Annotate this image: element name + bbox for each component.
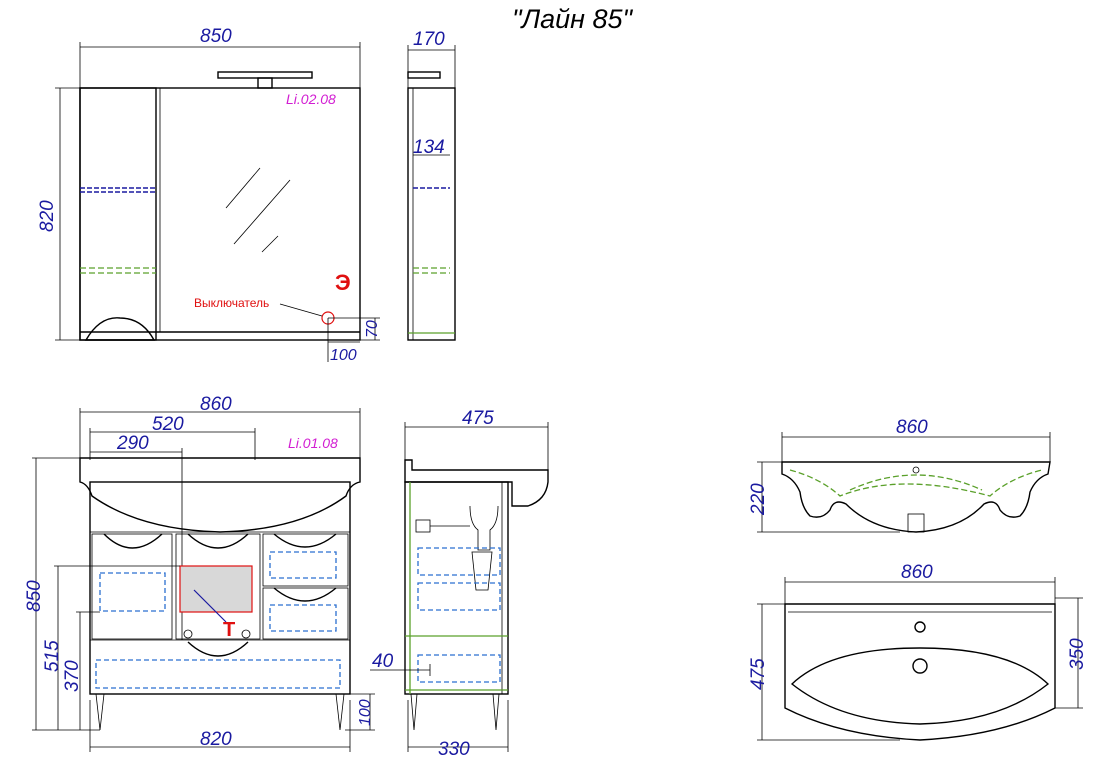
vanity-height-370-label: 370 (62, 660, 83, 692)
sink-side-view: 860 220 (748, 417, 1051, 533)
sink-top-width-label: 860 (901, 562, 933, 583)
vanity-body-width-label: 820 (200, 729, 232, 750)
sink-top-view: 860 475 350 (748, 562, 1088, 741)
vanity-side: 475 40 330 (370, 408, 549, 760)
leg-height-label: 100 (357, 699, 374, 726)
mirror-width-label: 850 (200, 26, 232, 47)
vanity-height-515-label: 515 (42, 640, 63, 672)
vanity-top-width-label: 860 (200, 394, 232, 415)
sink-inner-depth-label: 350 (1067, 638, 1088, 670)
mirror-cabinet-front: 850 Li.02.08 820 Э Выключатель (37, 26, 381, 364)
mirror-height-label: 820 (37, 200, 58, 232)
vanity-depth-top-label: 475 (462, 408, 494, 429)
sink-depth-label: 475 (748, 658, 769, 690)
switch-offset-y-label: 70 (364, 320, 381, 338)
switch-label: Выключатель (194, 296, 269, 310)
side-offset-label: 40 (372, 651, 394, 672)
socket-label: Э (335, 270, 351, 295)
mirror-cabinet-side: 170 134 (407, 29, 456, 341)
sink-side-height-label: 220 (748, 483, 769, 516)
vanity-inner-width-520-label: 520 (152, 414, 184, 435)
drawing-title: "Лайн 85" (512, 4, 634, 34)
vanity-inner-width-290-label: 290 (116, 433, 149, 454)
mirror-depth-label: 170 (413, 29, 445, 50)
vanity-depth-body-label: 330 (438, 739, 470, 760)
vanity-code-label: Li.01.08 (288, 435, 338, 451)
pipe-label: Т (223, 619, 235, 641)
mirror-code-label: Li.02.08 (286, 91, 336, 107)
sink-side-width-label: 860 (896, 417, 928, 438)
switch-offset-x-label: 100 (330, 347, 357, 364)
shelf-depth-label: 134 (413, 137, 445, 158)
vanity-front: 860 520 290 Li.01.08 Т (24, 394, 375, 752)
vanity-height-label: 850 (24, 580, 45, 612)
